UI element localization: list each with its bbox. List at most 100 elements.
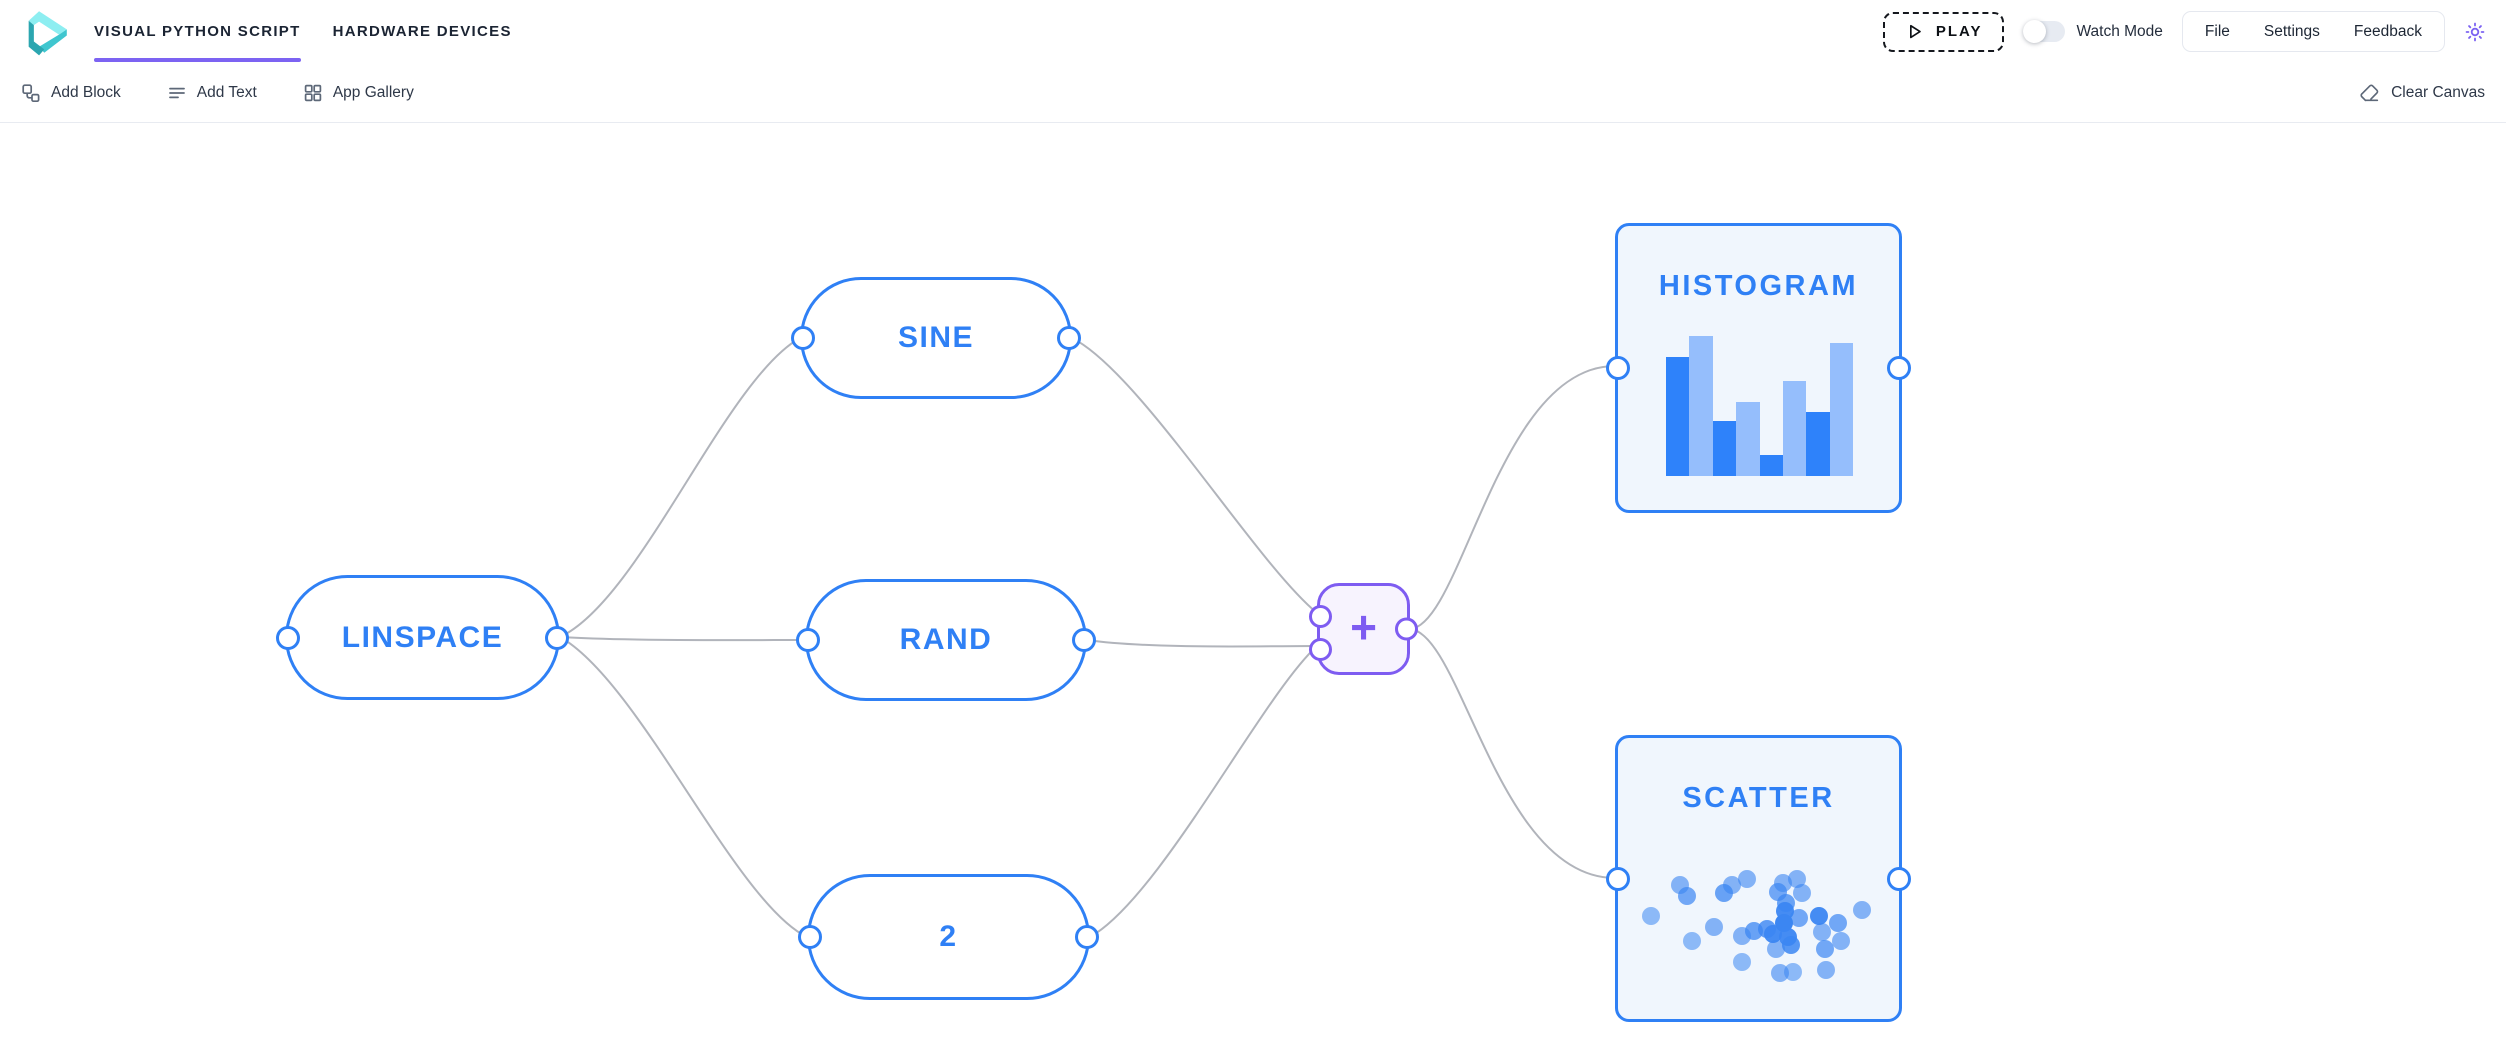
add-block-button[interactable]: Add Block bbox=[21, 83, 121, 103]
histogram-bar bbox=[1759, 455, 1783, 476]
scatter-dot bbox=[1809, 907, 1828, 926]
active-tab-underline bbox=[94, 58, 301, 62]
histogram-bar bbox=[1666, 357, 1690, 476]
clear-canvas-label: Clear Canvas bbox=[2391, 83, 2485, 101]
add-block-label: Add Block bbox=[51, 83, 121, 101]
canvas-toolbar: Add Block Add Text App Gallery Clear Can… bbox=[0, 63, 2506, 123]
handle-scatter-output[interactable] bbox=[1887, 866, 1911, 891]
node-label: HISTOGRAM bbox=[1658, 270, 1859, 302]
node-add[interactable]: + bbox=[1309, 583, 1418, 675]
node-sine[interactable]: SINE bbox=[791, 277, 1081, 399]
scatter-dot bbox=[1733, 952, 1752, 971]
scatter-dot bbox=[1774, 914, 1793, 933]
scatter-dot bbox=[1813, 923, 1832, 942]
handle-sine-input[interactable] bbox=[791, 326, 815, 350]
scatter-dot bbox=[1789, 908, 1808, 927]
handle-rand-input[interactable] bbox=[796, 628, 820, 652]
node-label: 2 bbox=[939, 920, 958, 953]
histogram-bar bbox=[1806, 411, 1830, 476]
watch-mode-control: Watch Mode bbox=[2023, 20, 2163, 43]
edge-add-histogram[interactable] bbox=[1409, 365, 1616, 630]
handle-histogram-output[interactable] bbox=[1887, 356, 1911, 380]
clear-canvas-button[interactable]: Clear Canvas bbox=[2359, 82, 2485, 104]
node-linspace[interactable]: LINSPACE bbox=[276, 575, 569, 700]
settings-button[interactable]: Settings bbox=[2247, 23, 2337, 41]
histogram-bar bbox=[1736, 401, 1760, 476]
scatter-dot bbox=[1641, 907, 1660, 926]
add-text-label: Add Text bbox=[196, 83, 257, 101]
scatter-dot bbox=[1787, 870, 1806, 889]
handle-sine-output[interactable] bbox=[1057, 326, 1081, 350]
handle-add-input-2[interactable] bbox=[1309, 638, 1332, 661]
edge-add-scatter[interactable] bbox=[1409, 628, 1616, 879]
play-button[interactable]: PLAY bbox=[1882, 11, 2005, 52]
node-label: LINSPACE bbox=[341, 620, 504, 654]
edge-linspace-sine[interactable] bbox=[559, 337, 801, 638]
handle-scatter-input[interactable] bbox=[1606, 866, 1630, 891]
scatter-dots bbox=[1618, 738, 1899, 1019]
handle-constant-input[interactable] bbox=[798, 925, 822, 949]
scatter-dot bbox=[1705, 918, 1724, 937]
handle-add-output[interactable] bbox=[1395, 617, 1418, 641]
tab-label: HARDWARE DEVICES bbox=[332, 23, 512, 40]
scatter-dot bbox=[1773, 874, 1792, 893]
add-block-icon bbox=[22, 83, 40, 102]
app-logo-icon[interactable] bbox=[20, 6, 72, 58]
edge-rand-add[interactable] bbox=[1086, 639, 1318, 648]
app-gallery-label: App Gallery bbox=[332, 83, 414, 101]
node-histogram[interactable]: HISTOGRAM bbox=[1606, 223, 1911, 513]
scatter-dot bbox=[1737, 870, 1756, 889]
header-actions: PLAY Watch Mode File Settings Feedback bbox=[1882, 11, 2486, 52]
node-rand[interactable]: RAND bbox=[796, 579, 1096, 701]
scatter-dot bbox=[1782, 936, 1801, 955]
handle-rand-output[interactable] bbox=[1072, 628, 1096, 652]
scatter-dot bbox=[1682, 931, 1701, 950]
watch-mode-label: Watch Mode bbox=[2076, 22, 2163, 40]
scatter-dot bbox=[1831, 931, 1850, 950]
play-button-label: PLAY bbox=[1935, 23, 1983, 40]
header: VISUAL PYTHON SCRIPT HARDWARE DEVICES PL… bbox=[0, 0, 2506, 63]
add-text-button[interactable]: Add Text bbox=[167, 83, 257, 103]
app-gallery-button[interactable]: App Gallery bbox=[303, 83, 414, 103]
handle-linspace-output[interactable] bbox=[545, 625, 569, 650]
edge-linspace-two[interactable] bbox=[559, 636, 808, 938]
edge-two-add[interactable] bbox=[1089, 645, 1318, 938]
file-button[interactable]: File bbox=[2188, 23, 2247, 41]
scatter-dot bbox=[1770, 964, 1789, 983]
histogram-bar bbox=[1689, 336, 1713, 476]
handle-add-input-1[interactable] bbox=[1309, 605, 1332, 628]
play-icon bbox=[1909, 24, 1921, 38]
node-label: SCATTER bbox=[1682, 782, 1835, 814]
eraser-icon bbox=[2360, 84, 2379, 101]
scatter-dot bbox=[1853, 901, 1872, 920]
scatter-dot bbox=[1815, 939, 1834, 958]
node-constant-2[interactable]: 2 bbox=[798, 874, 1099, 1000]
theme-toggle-button[interactable] bbox=[2464, 21, 2486, 43]
feedback-button[interactable]: Feedback bbox=[2337, 23, 2439, 41]
main-tabs: VISUAL PYTHON SCRIPT HARDWARE DEVICES bbox=[94, 0, 512, 63]
node-scatter[interactable]: SCATTER bbox=[1606, 735, 1911, 1022]
edge-sine-add[interactable] bbox=[1071, 337, 1318, 614]
node-label: SINE bbox=[897, 321, 975, 354]
scatter-dot bbox=[1829, 914, 1848, 933]
tab-label: VISUAL PYTHON SCRIPT bbox=[94, 23, 301, 40]
watch-mode-toggle[interactable] bbox=[2023, 20, 2066, 43]
handle-histogram-input[interactable] bbox=[1606, 356, 1630, 380]
app-gallery-icon bbox=[304, 84, 322, 101]
histogram-bar bbox=[1712, 421, 1737, 476]
handle-constant-output[interactable] bbox=[1075, 925, 1099, 949]
scatter-dot bbox=[1793, 884, 1812, 903]
sun-icon bbox=[2465, 22, 2485, 41]
toggle-knob bbox=[2023, 20, 2047, 43]
handle-linspace-input[interactable] bbox=[276, 625, 300, 650]
tab-hardware-devices[interactable]: HARDWARE DEVICES bbox=[333, 0, 512, 63]
histogram-bar bbox=[1782, 380, 1807, 476]
node-label: + bbox=[1350, 600, 1377, 653]
tab-visual-python-script[interactable]: VISUAL PYTHON SCRIPT bbox=[94, 0, 301, 63]
histogram-bars bbox=[1666, 336, 1853, 476]
node-label: RAND bbox=[899, 623, 993, 656]
scatter-dot bbox=[1677, 887, 1696, 906]
edge-linspace-rand[interactable] bbox=[559, 636, 806, 642]
